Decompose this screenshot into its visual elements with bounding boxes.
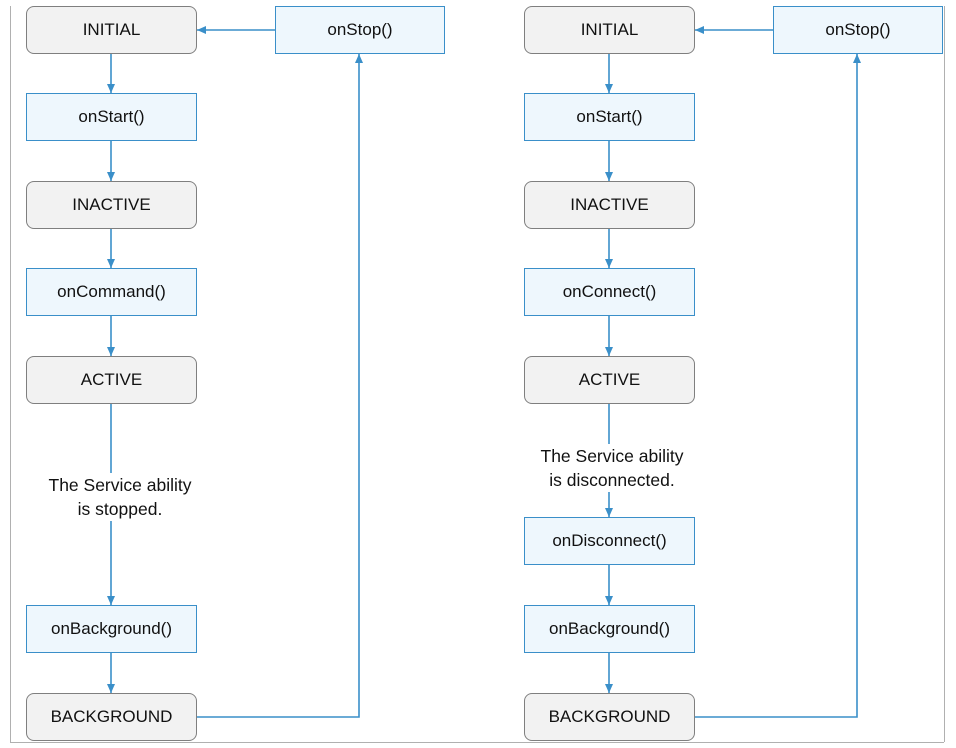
right-note-line-1: The Service ability	[540, 446, 684, 466]
left-onstop-callback: onStop()	[275, 6, 445, 54]
right-ondisconnect-callback: onDisconnect()	[524, 517, 695, 565]
right-onstart-callback: onStart()	[524, 93, 695, 141]
right-disconnected-note: The Service ability is disconnected.	[522, 444, 702, 492]
left-active-state: ACTIVE	[26, 356, 197, 404]
right-active-state: ACTIVE	[524, 356, 695, 404]
right-onconnect-callback: onConnect()	[524, 268, 695, 316]
right-note-line-2: is disconnected.	[549, 470, 675, 490]
right-onstop-callback: onStop()	[773, 6, 943, 54]
right-arrow-background-to-onstop	[695, 54, 861, 718]
left-onbackground-callback: onBackground()	[26, 605, 197, 653]
left-background-state: BACKGROUND	[26, 693, 197, 741]
left-arrow-background-to-onstop	[197, 54, 363, 718]
left-note-line-1: The Service ability	[48, 475, 192, 495]
arrow-group	[107, 26, 861, 718]
right-background-state: BACKGROUND	[524, 693, 695, 741]
left-stopped-note: The Service ability is stopped.	[30, 473, 210, 521]
right-onbackground-callback: onBackground()	[524, 605, 695, 653]
left-initial-state: INITIAL	[26, 6, 197, 54]
left-onstart-callback: onStart()	[26, 93, 197, 141]
left-note-line-2: is stopped.	[77, 499, 163, 519]
left-oncommand-callback: onCommand()	[26, 268, 197, 316]
right-initial-state: INITIAL	[524, 6, 695, 54]
right-inactive-state: INACTIVE	[524, 181, 695, 229]
left-inactive-state: INACTIVE	[26, 181, 197, 229]
